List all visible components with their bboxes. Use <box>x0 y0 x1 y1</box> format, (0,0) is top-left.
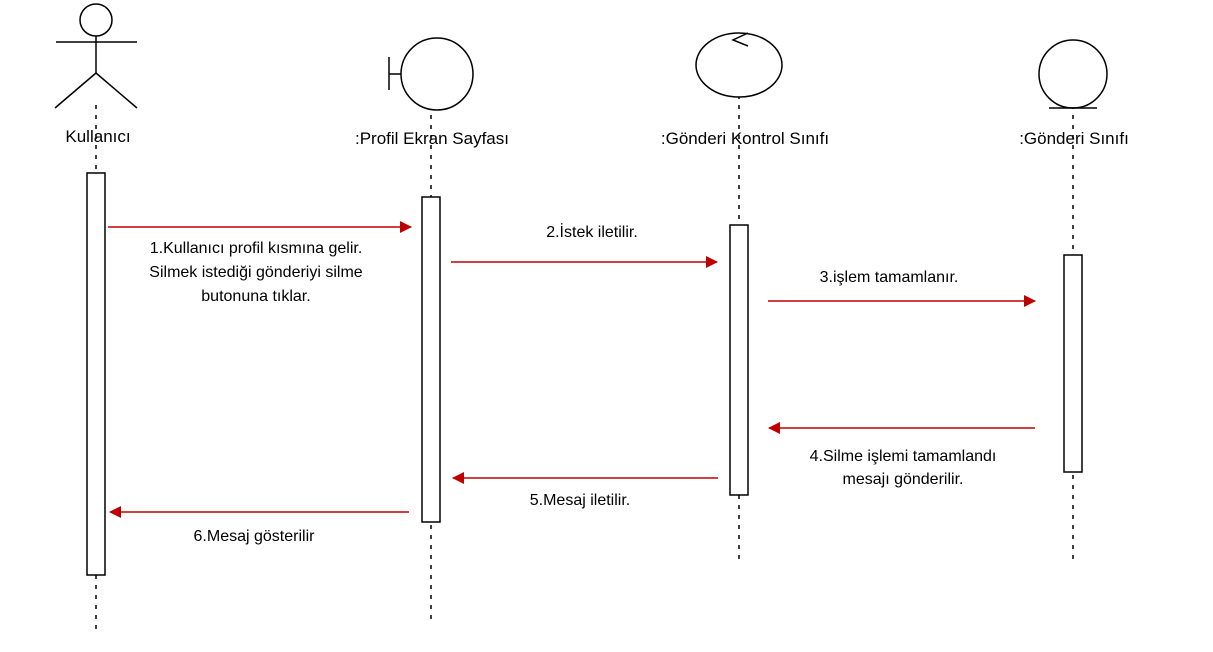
activation-user <box>86 172 106 576</box>
message-label-4-line-1: 4.Silme işlemi tamamlandı <box>810 448 997 465</box>
control-icon <box>695 32 783 98</box>
actor-icon <box>54 3 138 109</box>
activation-profile <box>421 196 441 523</box>
entity-icon <box>1038 39 1108 109</box>
activation-control <box>729 224 749 496</box>
boundary-icon <box>388 37 474 111</box>
participant-label-control: :Gönderi Kontrol Sınıfı <box>661 129 829 148</box>
message-label-5: 5.Mesaj iletilir. <box>530 492 630 509</box>
message-label-6: 6.Mesaj gösterilir <box>194 528 316 545</box>
participant-label-profile: :Profil Ekran Sayfası <box>355 129 509 148</box>
message-label-1-line-3: butonuna tıklar. <box>201 288 310 305</box>
message-label-4-line-2: mesajı gönderilir. <box>843 471 964 488</box>
participant-label-entity: :Gönderi Sınıfı <box>1019 129 1129 148</box>
participant-label-user: Kullanıcı <box>65 127 130 146</box>
message-label-3: 3.işlem tamamlanır. <box>820 269 959 286</box>
message-label-1-line-2: Silmek istediği gönderiyi silme <box>149 264 363 281</box>
activation-entity <box>1063 254 1083 473</box>
message-label-2: 2.İstek iletilir. <box>546 222 638 241</box>
message-label-1-line-1: 1.Kullanıcı profil kısmına gelir. <box>150 240 363 257</box>
